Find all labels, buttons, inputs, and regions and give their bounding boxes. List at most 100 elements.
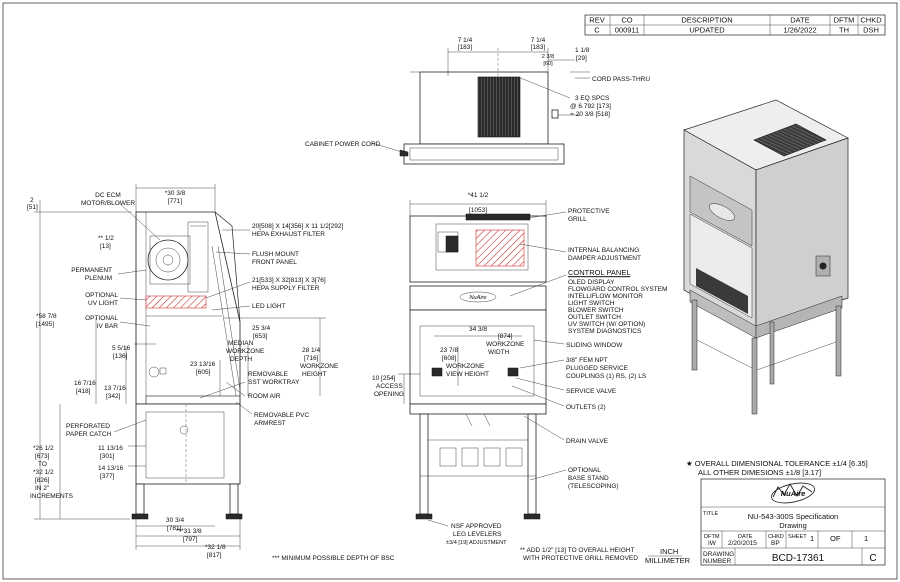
fem-npt-line1: 3/8" FEM NPT xyxy=(566,357,608,364)
tolerance-line1: ★ OVERALL DIMENSIONAL TOLERANCE ±1/4 [6.… xyxy=(686,459,868,468)
dim-32-1-8-mm: [817] xyxy=(207,552,222,559)
min-depth-note: *** MINIMUM POSSIBLE DEPTH OF BSC xyxy=(272,555,395,562)
units-inch: INCH xyxy=(660,547,678,556)
control-panel-item-3: INTELLIFLOW MONITOR xyxy=(568,293,643,300)
logo-text: NuAire xyxy=(781,489,806,498)
dim-13-7-16: 13 7/16 xyxy=(104,385,126,392)
front-width: *41 1/2 xyxy=(468,192,489,199)
top-dim-1-1-8-mm: [29] xyxy=(576,55,587,62)
removable-tray-line2: SST WORKTRAY xyxy=(248,379,300,386)
dim-28-1-4: 28 1/4 xyxy=(302,347,320,354)
iso-exhaust-grate xyxy=(753,123,827,157)
side-view: 2 [51] *30 3/8 [771] DC ECM MOTOR/BLOWER… xyxy=(27,184,395,562)
side-width-mm: [771] xyxy=(168,198,183,205)
sheet-label: SHEET xyxy=(788,534,807,540)
chkd-header: CHKD xyxy=(860,16,882,25)
chkd-value-tb: BP xyxy=(771,540,780,547)
workzone-width-line2: WIDTH xyxy=(488,349,510,356)
cord-pass-thru-label: CORD PASS-THRU xyxy=(592,76,650,83)
damper-line1: INTERNAL BALANCING xyxy=(568,247,639,254)
drain-valve-label: DRAIN VALVE xyxy=(566,438,609,445)
dim-11-13-16-mm: [301] xyxy=(100,453,115,460)
dim-16-7-16: 16 7/16 xyxy=(74,380,96,387)
front-width-mm: [1053] xyxy=(469,207,487,214)
side-width: *30 3/8 xyxy=(165,190,186,197)
control-panel-item-6: OUTLET SWITCH xyxy=(568,314,621,321)
balancing-damper xyxy=(475,229,525,267)
dim-2: 2 xyxy=(30,197,34,204)
uv-light-line1: OPTIONAL xyxy=(85,292,118,299)
stand-height-1: *26 1/2 xyxy=(33,445,54,452)
exhaust-vent xyxy=(477,76,521,138)
power-cord-label: CABINET POWER CORD xyxy=(305,141,381,148)
base-stand-line2: BASE STAND xyxy=(568,475,609,482)
dftm-value: TH xyxy=(839,26,849,35)
dim-23-13-16: 23 13/16 xyxy=(190,361,216,368)
workzone-width-line1: WORKZONE xyxy=(486,341,525,348)
top-dim-2-3-8-mm: [60] xyxy=(543,61,553,67)
stand-height-6: IN 2" xyxy=(35,485,50,492)
removable-tray-line1: REMOVABLE xyxy=(248,371,289,378)
total-height-mm: [1495] xyxy=(36,321,54,328)
control-panel-title: CONTROL PANEL xyxy=(568,268,631,277)
base-stand-line1: OPTIONAL xyxy=(568,467,601,474)
nsf-leg-line3: ±3/4 [19] ADJUSTMENT xyxy=(446,540,507,546)
add-note-line1: ** ADD 1/2" [13] TO OVERALL HEIGHT xyxy=(520,547,635,554)
rev-header: REV xyxy=(589,16,604,25)
flush-mount-line2: FRONT PANEL xyxy=(252,259,297,266)
top-dim-right: 7 1/4 xyxy=(531,37,546,44)
control-panel-item-5: BLOWER SWITCH xyxy=(568,307,624,314)
room-air-label: ROOM AIR xyxy=(248,393,281,400)
led-light-label: LED LIGHT xyxy=(252,303,286,310)
total-height: *58 7/8 xyxy=(36,313,57,320)
flush-mount-line1: FLUSH MOUNT xyxy=(252,251,299,258)
chkd-value: DSH xyxy=(863,26,879,35)
dc-motor-line1: DC ECM xyxy=(95,192,121,199)
top-dim-right-mm: [183] xyxy=(531,44,546,51)
dim-5-5-16-mm: [136] xyxy=(113,353,128,360)
access-opening-line3: OPENING xyxy=(374,391,404,398)
dim-34-3-8: 34 3/8 xyxy=(469,326,487,333)
median-depth-line2: WORKZONE xyxy=(226,348,265,355)
hepa-exhaust-line2: HEPA EXHAUST FILTER xyxy=(252,231,325,238)
paper-catch-line2: PAPER CATCH xyxy=(66,431,112,438)
tolerance-line2: ALL OTHER DIMESIONS ±1/8 [3.17] xyxy=(698,468,821,477)
drawing-rev: C xyxy=(869,553,876,564)
co-value: 000911 xyxy=(615,26,639,35)
top-dim-left: 7 1/4 xyxy=(458,37,473,44)
half-dim-mm: [13] xyxy=(100,243,111,250)
damper-line2: DAMPER ADJUSTMENT xyxy=(568,255,641,262)
workzone-view-line2: VIEW HEIGHT xyxy=(446,371,489,378)
isometric-view xyxy=(683,99,849,415)
hepa-supply-filter xyxy=(145,295,207,309)
title-block: NuAire TITLE NU-543-300S Specification D… xyxy=(700,478,886,566)
stand-height-7: INCREMENTS xyxy=(30,493,74,500)
half-dim: ** 1/2 xyxy=(98,235,114,242)
dim-25-3-4: 25 3/4 xyxy=(252,325,270,332)
plenum-line1: PERMANENT xyxy=(71,267,112,274)
dim-23-7-8: 23 7/8 xyxy=(440,347,458,354)
workzone-view-line1: WORKZONE xyxy=(446,363,485,370)
hepa-exhaust-line1: 20[508] X 14[356] X 11 1/2[292] xyxy=(252,223,344,230)
date-header: DATE xyxy=(790,16,809,25)
control-panel-item-1: OLED DISPLAY xyxy=(568,279,615,286)
control-panel-item-4: LIGHT SWITCH xyxy=(568,300,615,307)
dim-2-mm: [51] xyxy=(27,204,38,211)
nsf-leg-line2: LEG LEVELERS xyxy=(453,531,502,538)
uv-light-line2: UV LIGHT xyxy=(88,300,118,307)
paper-catch-line1: PERFORATED xyxy=(66,423,110,430)
median-depth-line1: MEDIAN xyxy=(228,340,254,347)
fem-npt-line2: PLUGGED SERVICE xyxy=(566,365,629,372)
dim-23-13-16-mm: [605] xyxy=(196,369,211,376)
rev-value: C xyxy=(594,26,600,35)
of-label: OF xyxy=(830,534,841,543)
top-dim-1-1-8: 1 1/8 xyxy=(575,47,590,54)
dim-25-3-4-mm: [653] xyxy=(253,333,268,340)
workzone-height-line2: HEIGHT xyxy=(302,371,327,378)
armrest-line2: ARMREST xyxy=(254,420,286,427)
top-dim-2-3-8: 2 3/8 xyxy=(542,54,554,60)
dim-11-13-16: 11 13/16 xyxy=(98,445,123,452)
top-view: 7 1/4 [183] 7 1/4 [183] 2 3/8 [60] 1 1/8… xyxy=(305,37,650,165)
iv-bar-line2: IV BAR xyxy=(97,323,119,330)
description-header: DESCRIPTION xyxy=(681,16,732,25)
